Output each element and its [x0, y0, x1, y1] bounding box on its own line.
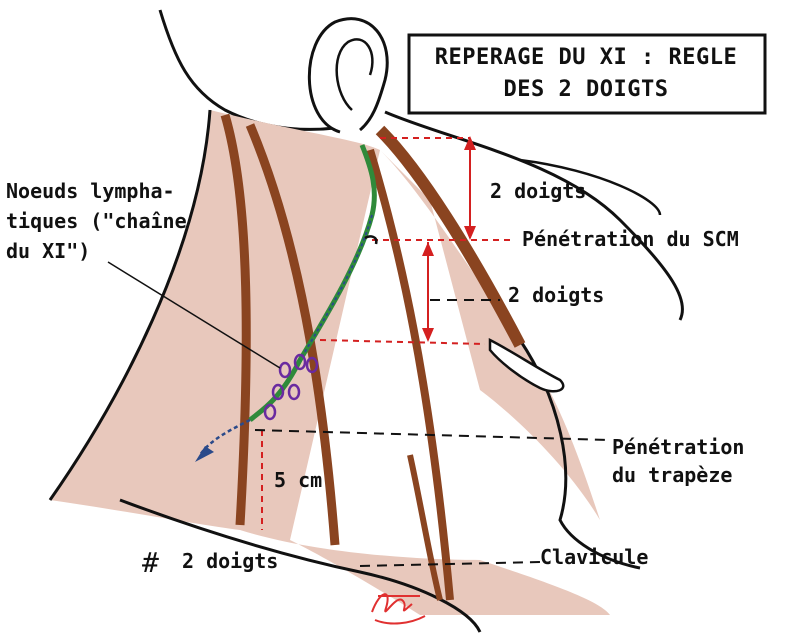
trapezius-anterior-border	[370, 150, 450, 600]
lymph-label-line-2: tiques ("chaîne	[6, 209, 187, 233]
approx-symbol: #	[142, 546, 159, 579]
lymph-label-line-3: du XI")	[6, 239, 90, 263]
trapezius-penetration-label-2: du trapèze	[612, 463, 732, 487]
trapezius-penetration-label-1: Pénétration	[612, 435, 744, 459]
title-line-2: DES 2 DOIGTS	[504, 77, 669, 102]
middle-two-fingers-label: 2 doigts	[508, 283, 604, 307]
scm-penetration-label: Pénétration du SCM	[522, 227, 739, 251]
upper-two-fingers-label: 2 doigts	[490, 179, 586, 203]
lymph-label-line-1: Noeuds lympha-	[6, 179, 175, 203]
title-line-1: REPERAGE DU XI : REGLE	[435, 45, 737, 70]
splenius-band	[380, 130, 520, 345]
bottom-two-fingers-label: 2 doigts	[182, 549, 278, 573]
clavicle-label: Clavicule	[540, 545, 648, 569]
distance-label: 5 cm	[274, 468, 322, 492]
ear-outline	[309, 19, 387, 132]
